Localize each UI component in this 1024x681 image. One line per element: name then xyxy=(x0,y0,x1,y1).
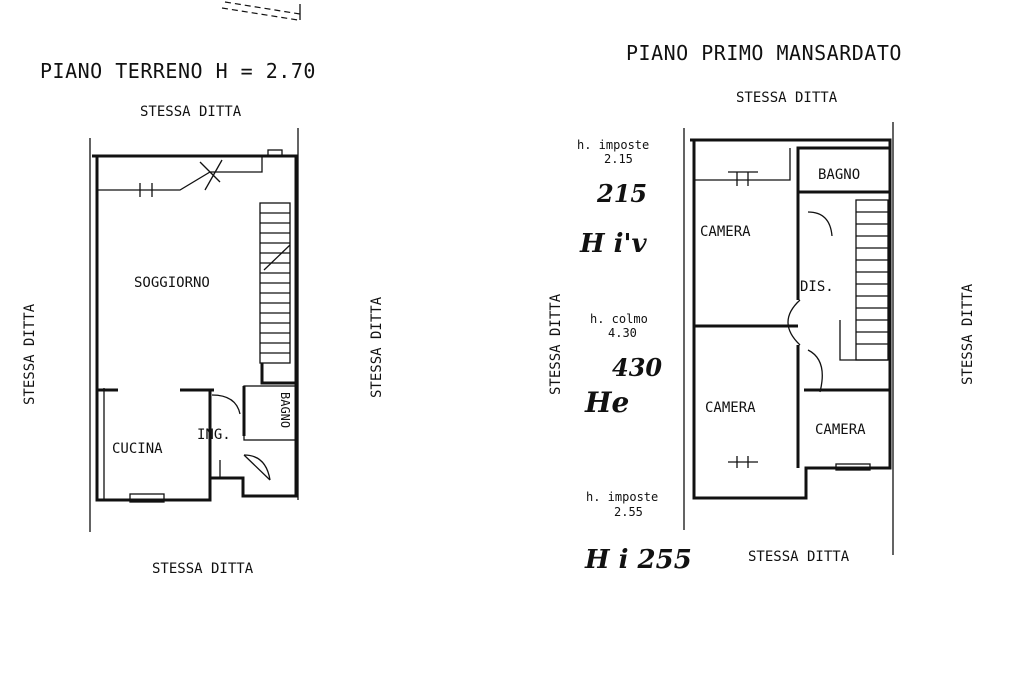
first-neighbor-right: STESSA DITTA xyxy=(960,283,976,385)
height-label-imposte-top: h. imposte xyxy=(577,138,649,152)
height-value-colmo: 4.30 xyxy=(608,326,637,340)
room-label-bagno-ground: BAGNO xyxy=(278,392,292,428)
room-label-camera-2: CAMERA xyxy=(705,400,756,416)
height-value-imposte-top: 2.15 xyxy=(604,152,633,166)
top-fragment xyxy=(221,1,301,21)
handwritten-note-215: 215 xyxy=(596,179,647,208)
first-neighbor-bottom: STESSA DITTA xyxy=(748,549,850,565)
first-neighbor-left: STESSA DITTA xyxy=(548,293,564,395)
handwritten-note-hi255: H i 255 xyxy=(584,545,692,575)
room-label-bagno-first: BAGNO xyxy=(818,167,860,183)
ground-floor-walls xyxy=(89,128,299,532)
ground-neighbor-top: STESSA DITTA xyxy=(140,104,242,120)
first-neighbor-top: STESSA DITTA xyxy=(736,90,838,106)
ground-neighbor-left: STESSA DITTA xyxy=(22,303,38,405)
ground-neighbor-right: STESSA DITTA xyxy=(369,296,385,398)
room-label-cucina: CUCINA xyxy=(112,441,163,457)
height-label-colmo: h. colmo xyxy=(590,312,648,326)
room-label-camera-1: CAMERA xyxy=(700,224,751,240)
height-value-imposte-bottom: 2.55 xyxy=(614,505,643,519)
ground-neighbor-bottom: STESSA DITTA xyxy=(152,561,254,577)
first-floor-title: PIANO PRIMO MANSARDATO xyxy=(626,41,902,65)
ground-stair-treads xyxy=(260,212,290,354)
room-label-camera-3: CAMERA xyxy=(815,422,866,438)
first-stair-treads xyxy=(856,211,888,345)
handwritten-note-hiv: H i'v xyxy=(579,229,647,259)
handwritten-note-he: He xyxy=(584,386,629,419)
height-label-imposte-bottom: h. imposte xyxy=(586,490,658,504)
handwritten-note-430: 430 xyxy=(612,353,662,382)
first-floor-walls xyxy=(683,122,894,555)
room-label-ingresso: ING. xyxy=(197,427,231,443)
room-label-soggiorno: SOGGIORNO xyxy=(134,275,210,291)
room-label-disimpegno: DIS. xyxy=(800,279,834,295)
ground-floor-title: PIANO TERRENO H = 2.70 xyxy=(40,59,316,83)
